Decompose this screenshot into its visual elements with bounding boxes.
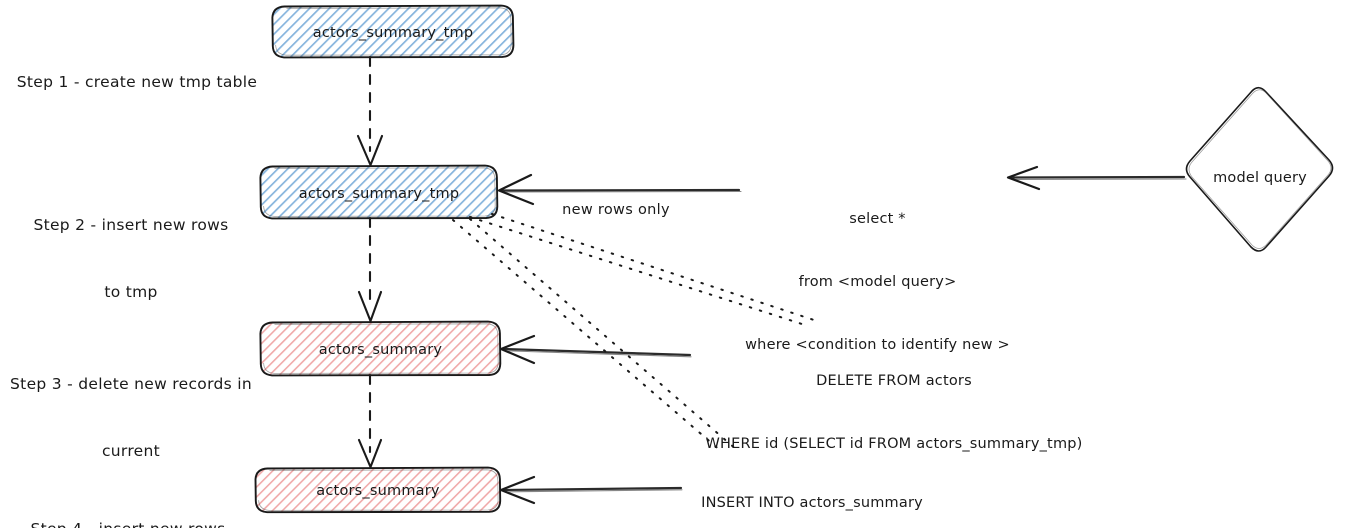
connector-node1-to-node2 <box>356 55 384 167</box>
diamond-outline-sketch <box>1188 89 1332 249</box>
node1-outline-sketch <box>275 7 512 56</box>
step-label-4: Step 4 - insert new rows into actors <box>12 473 244 528</box>
leader-node2-to-delete-sql <box>469 213 821 326</box>
node3-label: actors_summary <box>318 342 443 358</box>
node4-fill <box>256 468 500 512</box>
node2-outline-sketch <box>263 167 496 217</box>
sql-model-query-line1: select * <box>849 211 906 228</box>
node1-outline <box>271 4 515 59</box>
node4-outline-sketch <box>258 469 499 511</box>
sql-insert-block: INSERT INTO actors_summary SELECT * FROM… <box>676 451 948 528</box>
node5-label: model query <box>1213 170 1307 186</box>
step-label-3-line1: Step 3 - delete new records in <box>10 374 252 393</box>
diamond-outline <box>1185 86 1334 252</box>
sql-model-query-line2: from <model query> <box>798 274 957 291</box>
node3-outline-sketch <box>263 323 499 374</box>
node-actors-summary-3[interactable] <box>259 320 502 377</box>
node4-label: actors_summary <box>316 483 440 499</box>
connector-delete-to-node3 <box>499 334 692 365</box>
leader-line <box>469 216 806 326</box>
sql-model-query-line3: where <condition to identify new > <box>745 337 1010 354</box>
step-label-3: Step 3 - delete new records in current <box>6 328 256 508</box>
arrowhead-open <box>357 290 383 323</box>
connector-line-sketch <box>505 489 683 493</box>
arrowhead-open <box>499 334 536 365</box>
step-label-2-line2: to tmp <box>104 283 158 302</box>
arrowhead-open <box>499 475 536 505</box>
node3-fill <box>261 322 500 375</box>
node-actors-summary-tmp-2[interactable] <box>259 164 499 220</box>
arrowhead-open <box>357 438 383 469</box>
connector-insert-to-node4 <box>499 475 683 505</box>
edge-label-new-rows-only: new rows only <box>562 202 670 218</box>
leader-node2-to-insert-sql <box>452 218 738 453</box>
node3-outline <box>259 320 502 377</box>
leader-line <box>452 219 723 453</box>
arrowhead-open <box>1006 165 1041 191</box>
step-label-2-line1: Step 2 - insert new rows <box>33 215 229 234</box>
sql-delete-line2: WHERE id (SELECT id FROM actors_summary_… <box>705 436 1083 453</box>
node2-label: actors_summary_tmp <box>298 186 460 202</box>
node1-fill <box>273 6 513 57</box>
connector-line-sketch <box>505 350 692 358</box>
connector-diamond-to-query-text <box>1006 165 1187 191</box>
sql-delete-line1: DELETE FROM actors <box>816 373 972 390</box>
step-label-2: Step 2 - insert new rows to tmp <box>12 169 250 349</box>
node4-outline <box>254 466 502 514</box>
sql-model-query-block: select * from <model query> where <condi… <box>735 167 1020 398</box>
arrowhead-open <box>356 134 384 167</box>
node-actors-summary-tmp-1[interactable] <box>271 4 515 59</box>
connector-line <box>499 188 741 192</box>
sql-insert-line1: INSERT INTO actors_summary <box>701 495 923 512</box>
sql-delete-block: DELETE FROM actors WHERE id (SELECT id F… <box>684 329 1104 497</box>
node2-fill <box>261 166 497 218</box>
connector-line-sketch <box>1013 178 1187 181</box>
connector-node2-to-node3 <box>357 216 383 323</box>
node1-label: actors_summary_tmp <box>312 25 474 41</box>
step-label-3-line2: current <box>101 442 160 461</box>
step-label-4-line1: Step 4 - insert new rows <box>12 518 244 528</box>
connector-line <box>502 347 692 357</box>
step-label-1-line1: Step 1 - create new tmp table <box>16 72 258 91</box>
leader-line-b <box>469 218 738 451</box>
connector-line <box>502 486 683 492</box>
node-model-query-diamond[interactable] <box>1185 86 1334 252</box>
arrowhead-open <box>497 173 535 206</box>
connector-query-to-node2 <box>497 173 742 206</box>
step-label-1: Step 1 - create new tmp table <box>8 26 266 138</box>
node-actors-summary-4[interactable] <box>254 466 502 514</box>
node2-outline <box>259 164 499 220</box>
connector-line-sketch <box>502 190 742 193</box>
connector-line <box>1010 175 1186 179</box>
connector-node3-to-node4 <box>357 373 383 469</box>
